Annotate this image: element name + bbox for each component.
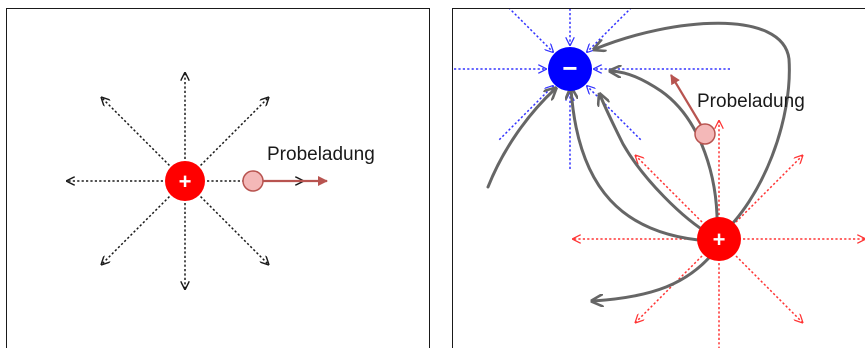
left-field-ray xyxy=(102,98,170,166)
left-positive-charge xyxy=(165,161,205,201)
negative-charge xyxy=(548,47,592,91)
curve-left-lower xyxy=(571,89,711,243)
curve-right-inner xyxy=(611,71,719,235)
left-positive-sign: + xyxy=(179,169,192,194)
left-field-ray xyxy=(102,196,170,265)
curve-bottom-open xyxy=(593,249,717,301)
positive-sign: + xyxy=(713,227,726,252)
positive-charge xyxy=(697,217,741,261)
right-probeladung-label: Probeladung xyxy=(697,91,805,112)
right-diagram: − + Probeladung xyxy=(453,9,865,348)
left-probeladung-label: Probeladung xyxy=(267,144,375,165)
right-panel: − + Probeladung xyxy=(452,8,865,348)
curve-outer-loop xyxy=(595,21,791,239)
positive-field-ray xyxy=(735,255,802,322)
left-panel: + Probeladung xyxy=(6,8,430,348)
curve-left-open xyxy=(486,89,555,189)
negative-field-ray xyxy=(498,86,553,141)
negative-field-ray xyxy=(508,9,553,52)
positive-field-ray xyxy=(636,255,703,322)
negative-sign: − xyxy=(562,53,577,83)
connecting-field-curves xyxy=(486,21,791,301)
curve-middle xyxy=(600,95,713,237)
positive-field-lines xyxy=(573,121,865,348)
left-field-ray xyxy=(200,98,269,166)
left-field-ray xyxy=(200,196,269,265)
left-test-charge xyxy=(242,170,264,192)
right-force-arrow xyxy=(670,74,702,126)
left-diagram: + Probeladung xyxy=(7,9,375,348)
negative-field-ray xyxy=(587,86,642,141)
negative-field-lines xyxy=(453,9,730,169)
right-test-charge xyxy=(694,123,716,145)
positive-field-ray xyxy=(636,156,703,223)
negative-field-ray xyxy=(587,9,632,52)
